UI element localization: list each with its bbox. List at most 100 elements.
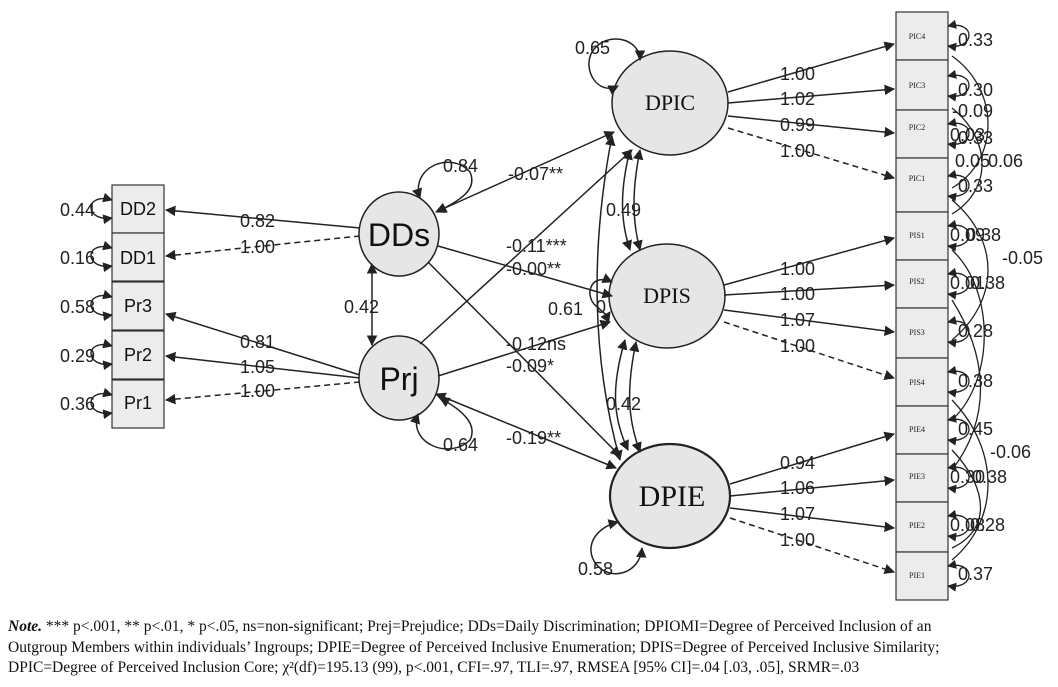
loading-pr3: 0.81 xyxy=(240,332,275,352)
loading-pis1: 1.00 xyxy=(780,259,815,279)
residual-pie2: 0.28 xyxy=(970,515,1005,535)
indicator-label: Pr2 xyxy=(124,345,152,365)
loading-pie3: 1.06 xyxy=(780,478,815,498)
variance-dpic: 0.65 xyxy=(575,38,610,58)
indicator-dd1 xyxy=(111,232,165,282)
indicator-pie1 xyxy=(895,551,949,601)
left-residual-labels: 0.44 0.16 0.58 0.29 0.36 xyxy=(60,200,95,414)
loading-pic4: 1.00 xyxy=(780,64,815,84)
sem-path-diagram: DD2 DD1 Pr3 Pr2 Pr1 0.44 0.16 0.58 0.29 … xyxy=(60,11,1043,601)
loading-pic1: 1.00 xyxy=(780,141,815,161)
variance-loop-dpie xyxy=(590,519,647,575)
residual-pis3: 0.28 xyxy=(958,321,993,341)
residual-cov-label: -0.05 xyxy=(1002,248,1043,268)
right-residual-labels: 0.33 0.30 0.33 0.33 0.38 0.38 0.28 0.38 … xyxy=(958,30,1007,584)
indicator-label: PIE1 xyxy=(909,571,925,580)
residual-pr3: 0.58 xyxy=(60,297,95,317)
covariance-dpis-dpie: 0.42 xyxy=(606,394,641,414)
indicator-label: DD2 xyxy=(120,199,156,219)
indicator-label: Pr1 xyxy=(124,393,152,413)
residual-dd2: 0.44 xyxy=(60,200,95,220)
indicator-label: PIE2 xyxy=(909,521,925,530)
variance-dpis: 0.61 xyxy=(548,299,583,319)
residual-cov-label: 0.03 xyxy=(950,125,985,145)
latent-dds xyxy=(358,191,440,277)
latent-dpie-label: DPIE xyxy=(639,480,706,513)
residual-pic2: 0.33 xyxy=(958,128,993,148)
residual-pis2: 0.38 xyxy=(970,273,1005,293)
path-dds-dpic: -0.07** xyxy=(508,164,563,184)
indicator-label: PIS3 xyxy=(909,328,925,337)
residual-pie3: 0.38 xyxy=(972,467,1007,487)
path-dds-dpis: -0.00** xyxy=(506,259,561,279)
indicator-pis1 xyxy=(895,211,949,261)
note-line-2: Outgroup Members within individuals’ Ing… xyxy=(8,638,940,656)
loading-pie1: 1.00 xyxy=(780,530,815,550)
residual-pic3: 0.30 xyxy=(958,80,993,100)
structural-path-arrows xyxy=(419,131,633,470)
right-indicator-labels: PIC4 PIC3 PIC2 PIC1 PIS1 PIS2 PIS3 PIS4 … xyxy=(909,32,925,580)
note-line-3: DPIC=Degree of Perceived Inclusion Core;… xyxy=(8,659,860,676)
right-residual-loops xyxy=(947,19,989,592)
indicator-pic1 xyxy=(895,157,949,213)
left-loading-arrows xyxy=(164,205,361,405)
indicator-label: PIS2 xyxy=(909,277,925,286)
path-prj-dpic: -0.11*** xyxy=(506,236,567,256)
loading-pr1: 1.00 xyxy=(240,381,275,401)
indicator-label: DD1 xyxy=(120,248,156,268)
residual-cov-label: 0.06 xyxy=(988,151,1023,171)
covariance-dpic-dpis: 0.49 xyxy=(606,200,641,220)
structural-path-labels: -0.07** -0.11*** -0.00** -0.12ns -0.09* … xyxy=(506,164,567,448)
latent-dpis-label: DPIS xyxy=(643,283,691,308)
residual-cov-label: 0.09 xyxy=(950,225,985,245)
loading-pis2: 1.00 xyxy=(780,284,815,304)
path-dds-dpie: -0.09* xyxy=(506,356,554,376)
left-residual-loops xyxy=(90,192,113,420)
right-overlap-labels: -0.09 0.03 0.05 0.06 0.09 -0.05 0.01 -0.… xyxy=(950,101,1043,535)
loading-pis4: 1.00 xyxy=(780,336,815,356)
latent-prj-label: Prj xyxy=(379,361,418,397)
indicator-pr2 xyxy=(111,330,165,380)
variance-dds: 0.84 xyxy=(443,156,478,176)
latent-dds-label: DDs xyxy=(368,217,430,253)
indicator-label: PIC3 xyxy=(909,81,925,90)
indicator-pic3 xyxy=(895,59,949,111)
residual-cov-label: -0.06 xyxy=(990,442,1031,462)
loading-pis3: 1.07 xyxy=(780,310,815,330)
loading-pie2: 1.07 xyxy=(780,504,815,524)
left-loading-labels: 0.82 1.00 0.81 1.05 1.00 xyxy=(240,211,275,401)
loading-dd2: 0.82 xyxy=(240,211,275,231)
indicator-pis4 xyxy=(895,357,949,407)
variance-prj: 0.64 xyxy=(443,435,478,455)
loading-pic2: 0.99 xyxy=(780,115,815,135)
indicator-label: PIC2 xyxy=(909,123,925,132)
left-indicator-boxes: DD2 DD1 Pr3 Pr2 Pr1 xyxy=(111,184,165,429)
variance-dpie: 0.58 xyxy=(578,559,613,579)
loading-pic3: 1.02 xyxy=(780,89,815,109)
indicator-pic2 xyxy=(895,109,949,159)
residual-pr1: 0.36 xyxy=(60,394,95,414)
residual-cov-label: 0.05 xyxy=(955,151,990,171)
indicator-pie2 xyxy=(895,501,949,553)
indicator-pis2 xyxy=(895,259,949,309)
loading-pie4: 0.94 xyxy=(780,453,815,473)
indicator-label: PIE3 xyxy=(909,472,925,481)
indicator-pr1 xyxy=(111,379,165,429)
indicator-label: PIS1 xyxy=(909,231,925,240)
note-line-1: *** p<.001, ** p<.01, * p<.05, ns=non-si… xyxy=(45,618,932,635)
loading-dd1: 1.00 xyxy=(240,237,275,257)
residual-cov-label: 0.01 xyxy=(950,273,985,293)
right-loading-labels: 1.00 1.02 0.99 1.00 1.00 1.00 1.07 1.00 … xyxy=(780,64,815,550)
residual-dd1: 0.16 xyxy=(60,248,95,268)
latent-dpic-label: DPIC xyxy=(645,90,695,115)
indicator-label: Pr3 xyxy=(124,296,152,316)
residual-cov-label: 0.08 xyxy=(950,515,985,535)
residual-pie1: 0.37 xyxy=(958,564,993,584)
residual-pr2: 0.29 xyxy=(60,346,95,366)
indicator-pie3 xyxy=(895,453,949,503)
right-indicator-boxes xyxy=(895,11,949,601)
path-prj-dpis: -0.12ns xyxy=(506,334,566,354)
covariance-dds-prj-value: 0.42 xyxy=(344,297,379,317)
right-loading-arrows xyxy=(723,41,896,575)
residual-pis1: 0.38 xyxy=(966,225,1001,245)
